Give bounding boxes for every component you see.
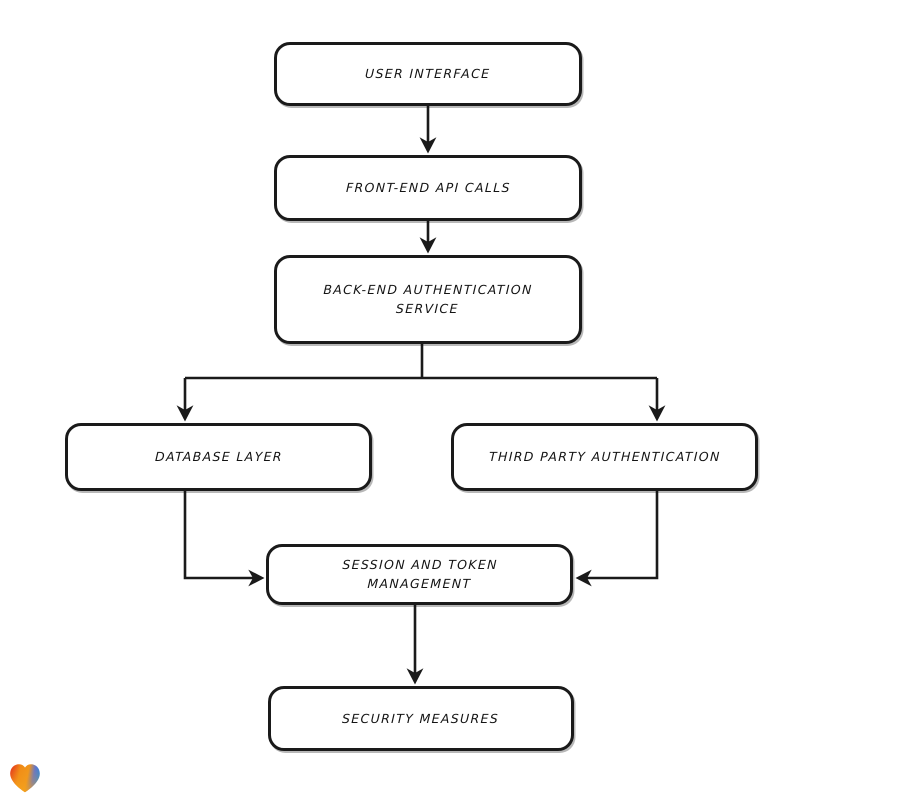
node-third-party-auth[interactable]: Third Party Authentication [451, 423, 758, 491]
node-third-party-auth-label: Third Party Authentication [488, 449, 721, 465]
node-backend-auth[interactable]: Back-end Authentication Service [274, 255, 582, 344]
node-security-measures[interactable]: Security Measures [268, 686, 574, 751]
node-database-layer[interactable]: Database Layer [65, 423, 372, 491]
edge-thirdparty-to-session [575, 491, 659, 587]
node-session-token-label: Session and Token Management [341, 557, 498, 592]
node-user-interface[interactable]: User Interface [274, 42, 582, 106]
node-backend-auth-label: Back-end Authentication Service [323, 282, 534, 317]
node-security-measures-label: Security Measures [342, 710, 500, 726]
node-database-layer-label: Database Layer [154, 449, 283, 465]
node-frontend-api[interactable]: Front-end API Calls [274, 155, 582, 221]
node-user-interface-label: User Interface [365, 66, 491, 82]
heart-icon [10, 764, 40, 793]
node-session-token[interactable]: Session and Token Management [266, 544, 573, 605]
node-frontend-api-label: Front-end API Calls [345, 180, 511, 196]
edge-database-to-session [183, 491, 265, 587]
